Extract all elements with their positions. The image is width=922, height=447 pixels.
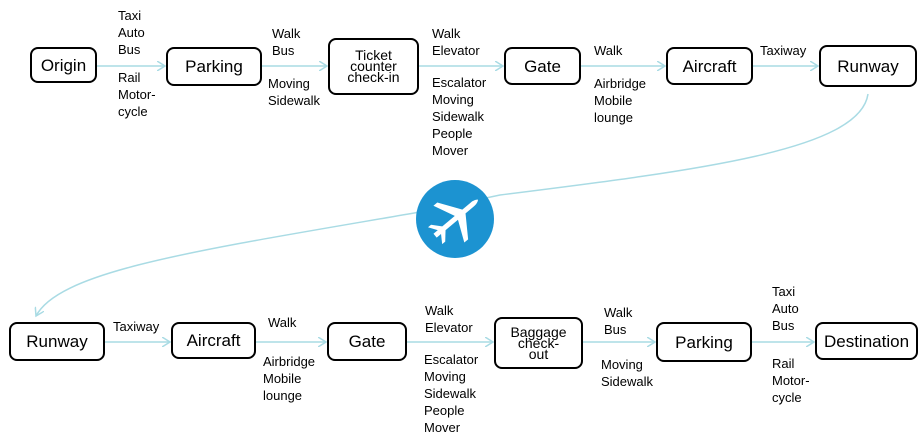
mode-label: Mover (432, 143, 469, 158)
mode-label: Mobile (263, 371, 302, 386)
ticket-line-2: counter (350, 58, 397, 74)
modes-runway-aircraft-arr: Taxiway (113, 318, 159, 335)
node-arrival-runway: Runway (9, 322, 105, 361)
mode-label: Moving (424, 369, 466, 384)
mode-label: Mobile (594, 93, 633, 108)
mode-label: Taxi (772, 284, 796, 299)
baggage-line-1: Baggage (510, 323, 567, 340)
mode-label: cycle (772, 390, 802, 405)
node-aircraft: Aircraft (666, 47, 753, 85)
modes-parking-ticket-above: Walk Bus (272, 25, 300, 59)
modes-aircraft-gate-above: Walk (268, 314, 296, 331)
mode-label: Airbridge (263, 354, 316, 369)
mode-label: Sidewalk (268, 93, 321, 108)
mode-label: Walk (425, 303, 454, 318)
node-ticket-counter-checkin: Ticket counter check-in (328, 38, 419, 95)
mode-label: cycle (118, 104, 148, 119)
mode-label: Escalator (432, 75, 487, 90)
mode-label: People (424, 403, 465, 418)
modes-ticket-gate-below: Escalator Moving Sidewalk People Mover (432, 74, 486, 159)
mode-label: Escalator (424, 352, 479, 367)
modes-aircraft-runway: Taxiway (760, 42, 806, 59)
baggage-line-3: out (528, 345, 549, 362)
modes-ticket-gate-above: Walk Elevator (432, 25, 480, 59)
mode-label: Walk (432, 26, 461, 41)
modes-baggage-parking-below: Moving Sidewalk (601, 356, 653, 390)
modes-parking-destination-above: Taxi Auto Bus (772, 283, 799, 334)
mode-label: Taxiway (760, 43, 807, 58)
modes-gate-aircraft-below: Airbridge Mobile lounge (594, 75, 646, 126)
mode-label: Elevator (432, 43, 480, 58)
modes-parking-destination-below: Rail Motor- cycle (772, 355, 810, 406)
mode-label: lounge (594, 110, 634, 125)
modes-gate-baggage-above: Walk Elevator (425, 302, 473, 336)
ticket-line-3: check-in (347, 69, 400, 85)
mode-label: Rail (118, 70, 141, 85)
mode-label: Moving (432, 92, 474, 107)
mode-label: Bus (272, 43, 295, 58)
modes-gate-aircraft-above: Walk (594, 42, 622, 59)
node-baggage-checkout: Baggage check- out (494, 317, 583, 369)
mode-label: Bus (772, 318, 795, 333)
mode-label: Walk (594, 43, 623, 58)
node-gate: Gate (504, 47, 581, 85)
mode-label: Taxi (118, 8, 142, 23)
airplane-icon (416, 180, 494, 258)
mode-label: Auto (118, 25, 145, 40)
node-origin: Origin (30, 47, 97, 83)
node-destination: Destination (815, 322, 918, 360)
modes-gate-baggage-below: Escalator Moving Sidewalk People Mover (424, 351, 478, 436)
baggage-line-2: check- (517, 334, 560, 351)
mode-label: Walk (604, 305, 633, 320)
mode-label: Walk (268, 315, 297, 330)
modes-baggage-parking-above: Walk Bus (604, 304, 632, 338)
mode-label: Motor- (772, 373, 810, 388)
node-arrival-aircraft: Aircraft (171, 322, 256, 359)
mode-label: lounge (263, 388, 303, 403)
node-parking: Parking (166, 47, 262, 86)
mode-label: Moving (268, 76, 310, 91)
mode-label: Taxiway (113, 319, 160, 334)
mode-label: Auto (772, 301, 799, 316)
ticket-line-1: Ticket (355, 47, 392, 63)
mode-label: Airbridge (594, 76, 647, 91)
modes-aircraft-gate-below: Airbridge Mobile lounge (263, 353, 315, 404)
mode-label: Rail (772, 356, 795, 371)
mode-label: People (432, 126, 473, 141)
mode-label: Moving (601, 357, 643, 372)
modes-origin-parking-above: Taxi Auto Bus (118, 7, 145, 58)
mode-label: Mover (424, 420, 461, 435)
airplane-glyph (428, 199, 478, 245)
mode-label: Bus (604, 322, 627, 337)
node-runway: Runway (819, 45, 917, 87)
node-arrival-gate: Gate (327, 322, 407, 361)
mode-label: Walk (272, 26, 301, 41)
modes-origin-parking-below: Rail Motor- cycle (118, 69, 156, 120)
mode-label: Bus (118, 42, 141, 57)
mode-label: Sidewalk (432, 109, 485, 124)
modes-parking-ticket-below: Moving Sidewalk (268, 75, 320, 109)
mode-label: Sidewalk (601, 374, 654, 389)
node-arrival-parking: Parking (656, 322, 752, 362)
mode-label: Sidewalk (424, 386, 477, 401)
mode-label: Elevator (425, 320, 473, 335)
mode-label: Motor- (118, 87, 156, 102)
